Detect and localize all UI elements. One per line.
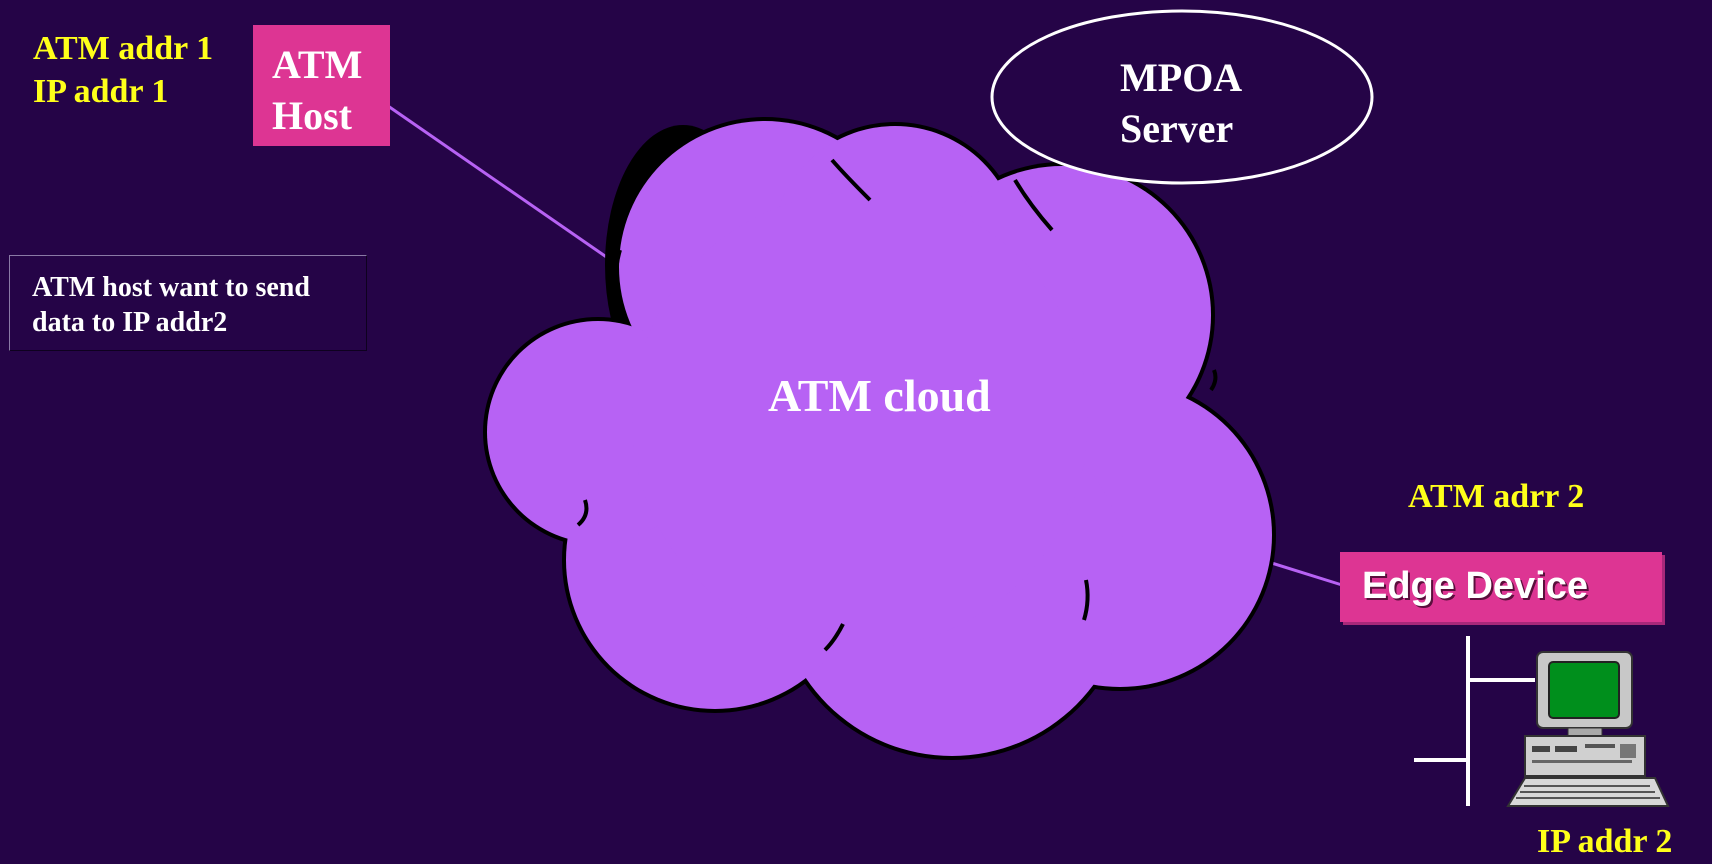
note-box: ATM host want to send data to IP addr2 <box>9 255 367 351</box>
atm-host-label-line1: ATM <box>272 42 363 87</box>
desktop-computer-icon <box>1506 651 1670 807</box>
edge-device-ip-address: IP addr 2 <box>1537 823 1673 860</box>
mpoa-server-ellipse <box>990 9 1374 185</box>
atm-host-label-line2: Host <box>272 93 352 138</box>
lan-segment <box>1414 636 1535 806</box>
atm-host-node: ATM Host <box>253 25 390 146</box>
note-line2: data to IP addr2 <box>32 307 228 338</box>
edge-device-label: Edge Device <box>1362 565 1588 607</box>
edge-device-node: Edge Device <box>1340 552 1662 622</box>
edge-device-link <box>1261 558 1343 587</box>
atm-cloud-shape <box>483 117 1276 760</box>
note-line1: ATM host want to send <box>32 272 310 303</box>
edge-device-atm-address: ATM adrr 2 <box>1408 478 1585 515</box>
atm-host-atm-address: ATM addr 1 <box>33 30 214 67</box>
mpoa-server-line2: Server <box>1120 106 1234 151</box>
atm-host-link <box>387 104 619 267</box>
mpoa-server-line1: MPOA <box>1120 55 1243 100</box>
atm-cloud-label: ATM cloud <box>768 370 991 421</box>
mpoa-server-label: MPOA Server <box>1120 52 1242 154</box>
atm-host-ip-address: IP addr 1 <box>33 73 169 110</box>
atm-host-label: ATM Host <box>272 39 362 141</box>
